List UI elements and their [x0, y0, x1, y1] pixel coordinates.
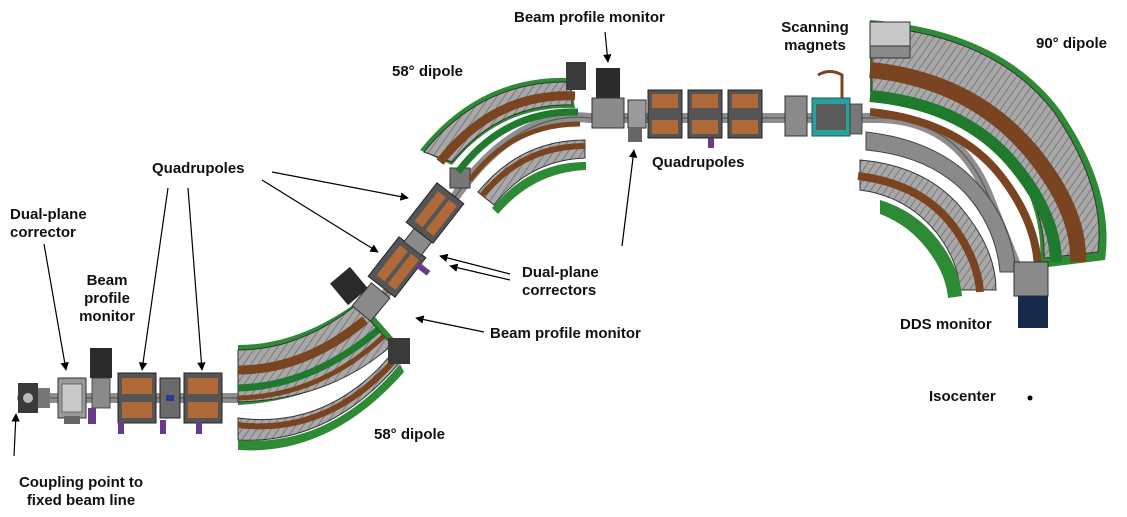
dipole-58-lower [237, 300, 410, 451]
label-bpm-left-line1: Beam [86, 272, 128, 289]
diagonal-section [330, 167, 471, 322]
label-dual-plane-correctors-line2: correctors [522, 282, 597, 299]
arrow-quads-top [621, 149, 638, 247]
arrow-dual-plane-1 [439, 253, 511, 275]
label-dual-plane-correctors-line1: Dual-plane [522, 264, 599, 281]
label-dual-plane-corrector-line1: Dual-plane [10, 206, 87, 223]
label-coupling-line1: Coupling point to [18, 474, 144, 491]
label-dual-plane-corrector: Dual-plane corrector [10, 206, 87, 242]
arrow-coupling [11, 413, 20, 457]
scanning-magnets [784, 70, 863, 137]
arrow-quad-1 [271, 171, 409, 201]
dds-monitor [1013, 261, 1049, 328]
top-straight-section [591, 68, 763, 148]
label-scanning-line2: magnets [784, 37, 846, 54]
label-bpm-left-line3: monitor [79, 308, 135, 325]
isocenter-dot [1027, 395, 1033, 401]
label-isocenter: Isocenter [929, 388, 996, 405]
quadrupoles-left [117, 372, 223, 434]
arrow-quad-4 [187, 187, 206, 371]
arrow-dual-plane-left [43, 243, 69, 371]
label-dipole-58-bottom: 58° dipole [374, 426, 446, 443]
label-dipole-58-top: 58° dipole [392, 63, 464, 80]
label-dipole-90: 90° dipole [1036, 35, 1108, 52]
label-bpm-mid: Beam profile monitor [490, 325, 641, 342]
arrow-quad-3 [138, 187, 169, 371]
label-dual-plane-corrector-line2: corrector [10, 224, 76, 241]
label-coupling-point: Coupling point to fixed beam line [6, 474, 156, 510]
label-scanning-magnets: Scanning magnets [772, 19, 858, 55]
label-bpm-left: Beam profile monitor [72, 272, 142, 326]
dipole-90 [857, 20, 1107, 298]
label-coupling-line2: fixed beam line [26, 492, 136, 509]
arrow-bpm-top [603, 31, 612, 63]
dipole-58-upper [420, 62, 586, 214]
label-dual-plane-correctors: Dual-plane correctors [522, 264, 599, 300]
dual-plane-corrector-left [57, 377, 87, 424]
label-quadrupoles-mid: Quadrupoles [152, 160, 245, 177]
arrow-bpm-mid [415, 315, 485, 333]
label-dds-monitor: DDS monitor [900, 316, 992, 333]
label-bpm-left-line2: profile [84, 290, 130, 307]
label-scanning-line1: Scanning [781, 19, 849, 36]
label-bpm-top: Beam profile monitor [514, 9, 665, 26]
annotation-arrows [11, 31, 638, 457]
label-quadrupoles-top: Quadrupoles [652, 154, 745, 171]
arrow-dual-plane-2 [449, 263, 511, 281]
coupling-flange [18, 383, 50, 413]
arrow-quad-2 [261, 179, 379, 253]
beam-profile-monitor-left [88, 348, 112, 424]
